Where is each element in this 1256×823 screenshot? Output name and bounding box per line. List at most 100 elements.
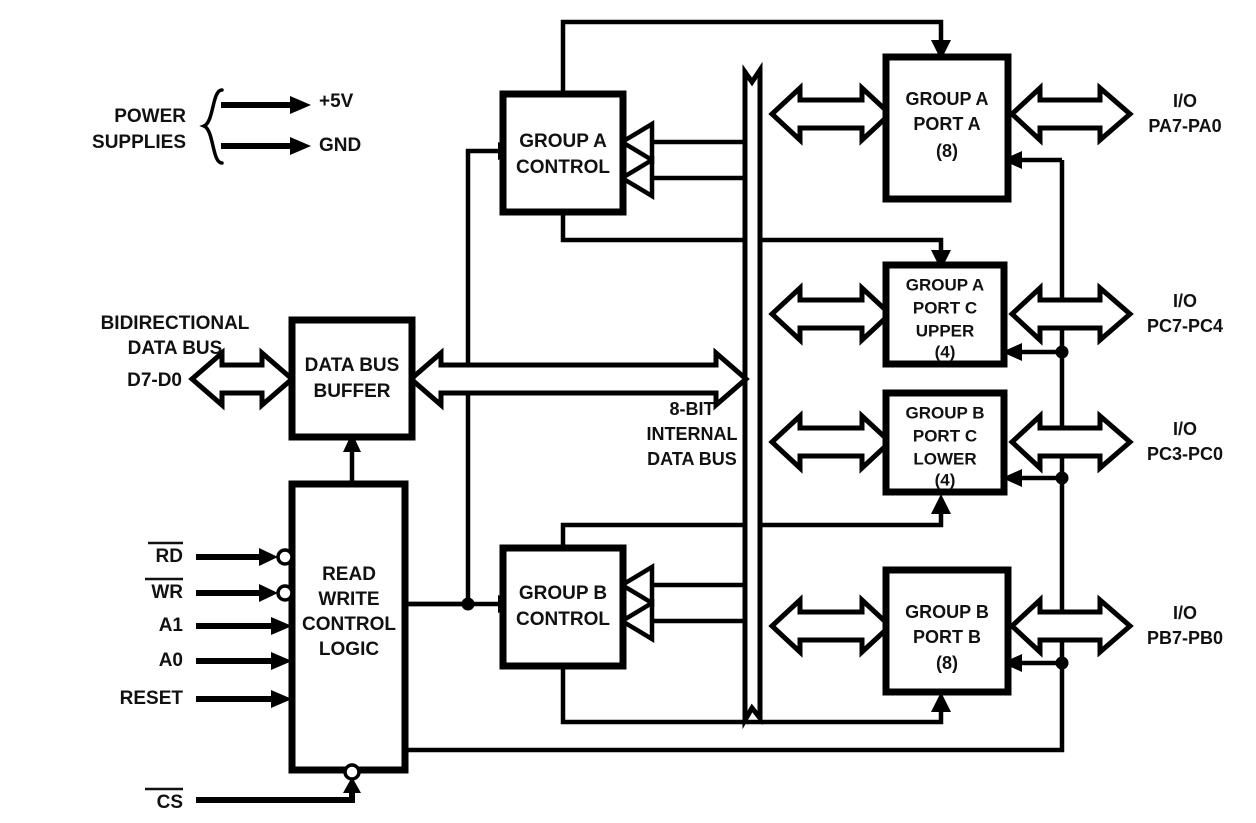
io-label-port-c-upper-kind: I/O	[1173, 291, 1197, 311]
double-arrow-port-b-io	[1008, 594, 1134, 658]
io-label-port-c-lower-range: PC3-PC0	[1147, 444, 1223, 464]
block-group-b-control[interactable]: GROUP B CONTROL	[499, 544, 627, 670]
power-brace-icon	[199, 88, 224, 165]
junction-dot-rwcl-branch	[461, 597, 475, 611]
io-label-port-c-upper-range: PC7-PC4	[1147, 316, 1223, 336]
control-input-cs-invert-bubble-icon	[343, 763, 361, 781]
arrowhead-feedback-port-c-upper	[1002, 343, 1022, 361]
block-port-c-upper-line4: (4)	[935, 342, 956, 361]
wire-group-a-control-to-port-a	[560, 19, 944, 110]
double-arrow-bus-port-c-upper	[768, 282, 894, 346]
block-rwcl-line4: LOGIC	[319, 639, 379, 660]
data-bus-signal-label: D7-D0	[127, 370, 182, 391]
block-port-a-line3: (8)	[936, 141, 958, 161]
arrowhead-feedback-port-c-lower	[1002, 469, 1022, 487]
internal-data-bus-bar	[742, 61, 763, 730]
control-input-rd[interactable]: RD	[148, 541, 294, 567]
control-input-wr-arrowhead	[259, 584, 278, 602]
control-input-wr-label: WR	[151, 582, 183, 603]
internal-data-bus: 8-BIT INTERNAL DATA BUS	[647, 61, 763, 730]
power-supplies-label-line2: SUPPLIES	[92, 132, 186, 153]
block-port-c-lower-line2: PORT C	[913, 426, 977, 445]
block-read-write-control-logic[interactable]: READ WRITE CONTROL LOGIC	[288, 480, 409, 774]
arrowhead-feedback-port-a	[1002, 151, 1022, 169]
arrowhead-port-b-bottom	[931, 692, 951, 712]
control-input-wr[interactable]: WR	[145, 577, 294, 603]
power-rail-label-5v: +5V	[319, 91, 354, 112]
block-port-c-lower-line1: GROUP B	[905, 403, 984, 422]
control-input-a1-label: A1	[159, 615, 184, 636]
double-arrow-internal-data-bus	[407, 347, 750, 411]
block-port-c-lower-line4: (4)	[935, 470, 956, 489]
double-arrow-bus-port-c-lower	[768, 410, 894, 474]
control-input-reset-label: RESET	[120, 688, 184, 709]
internal-bus-label-line1: 8-BIT	[670, 399, 715, 419]
block-port-c-lower-rect	[882, 389, 1008, 496]
external-data-bus-labels: BIDIRECTIONAL DATA BUS D7-D0	[101, 313, 250, 391]
junction-dot-port-c-lower	[1055, 471, 1069, 485]
arrowhead-feedback-port-b	[1002, 654, 1022, 672]
control-input-cs[interactable]: CS	[145, 763, 361, 813]
bus-port-double-arrows	[768, 82, 894, 658]
io-label-port-a-kind: I/O	[1173, 91, 1197, 111]
block-group-a-control-rect	[499, 90, 627, 216]
block-group-b-port-b[interactable]: GROUP B PORT B (8)	[882, 566, 1012, 696]
blocks-layer: DATA BUS BUFFER READ WRITE CONTROL LOGIC…	[288, 53, 1012, 774]
internal-bus-label-line3: DATA BUS	[647, 449, 737, 469]
block-data-bus-buffer[interactable]: DATA BUS BUFFER	[288, 316, 416, 441]
block-group-a-port-a[interactable]: GROUP A PORT A (8)	[882, 53, 1012, 203]
control-input-cs-arrowhead	[343, 777, 361, 793]
double-arrow-external-data-bus	[188, 347, 296, 411]
double-arrow-port-c-lower-io	[1008, 410, 1134, 474]
internal-bus-label-line2: INTERNAL	[647, 424, 738, 444]
arrowhead-port-c-lower-bottom	[931, 494, 951, 514]
control-input-a0[interactable]: A0	[159, 650, 292, 671]
block-rwcl-line2: WRITE	[318, 589, 379, 610]
port-io-double-arrows	[1008, 82, 1134, 658]
control-input-reset-arrowhead	[271, 690, 292, 708]
double-arrow-port-a-io	[1008, 82, 1134, 146]
block-port-a-rect	[882, 53, 1012, 203]
power-supplies-label-line1: POWER	[114, 106, 186, 127]
block-port-b-line3: (8)	[936, 653, 958, 673]
control-input-wr-invert-bubble-icon	[276, 584, 294, 602]
control-input-signals: RD WR A1 A0	[120, 541, 361, 813]
power-supplies-group: POWER SUPPLIES +5V GND	[92, 88, 361, 165]
arrowhead-gbc-2	[617, 599, 655, 643]
arrowhead-port-a-top	[931, 40, 951, 60]
control-input-reset[interactable]: RESET	[120, 688, 292, 709]
block-data-bus-buffer-line1: DATA BUS	[305, 355, 400, 376]
block-group-a-control[interactable]: GROUP A CONTROL	[499, 90, 627, 216]
block-port-c-upper-rect	[882, 261, 1008, 368]
arrowhead-gac-2	[617, 156, 655, 200]
block-port-c-upper-line3: UPPER	[916, 321, 975, 340]
block-port-b-line1: GROUP B	[905, 602, 989, 622]
double-arrow-port-c-upper-io	[1008, 282, 1134, 346]
block-data-bus-buffer-rect	[288, 316, 416, 441]
power-rail-label-gnd: GND	[319, 135, 361, 156]
control-input-cs-wire	[196, 793, 355, 803]
block-port-b-line2: PORT B	[913, 627, 981, 647]
block-rwcl-rect	[288, 480, 409, 774]
io-label-port-c-lower-kind: I/O	[1173, 419, 1197, 439]
control-input-a0-arrowhead	[271, 652, 292, 670]
power-rail-arrowhead-gnd	[290, 137, 311, 155]
block-port-c-lower-line3: LOWER	[913, 449, 976, 468]
block-group-a-port-c-upper[interactable]: GROUP A PORT C UPPER (4)	[882, 261, 1008, 368]
block-data-bus-buffer-line2: BUFFER	[313, 381, 390, 402]
bidirectional-data-bus-label-line2: DATA BUS	[128, 338, 223, 359]
control-input-a0-label: A0	[159, 650, 183, 671]
block-group-b-port-c-lower[interactable]: GROUP B PORT C LOWER (4)	[882, 389, 1008, 496]
double-arrow-bus-port-a	[768, 82, 894, 146]
control-input-rd-label: RD	[156, 546, 183, 567]
control-input-rd-arrowhead	[259, 548, 278, 566]
data-bus-buffer-arrows	[188, 347, 750, 411]
bidirectional-data-bus-label-line1: BIDIRECTIONAL	[101, 313, 250, 334]
block-group-b-control-rect	[499, 544, 627, 670]
control-input-a1[interactable]: A1	[159, 615, 292, 636]
wire-group-b-control-to-port-b	[560, 661, 944, 725]
arrowhead-gac-1	[617, 120, 655, 164]
arrowhead-port-c-upper-top	[931, 250, 951, 270]
bus-to-group-control-arrows	[617, 120, 744, 643]
